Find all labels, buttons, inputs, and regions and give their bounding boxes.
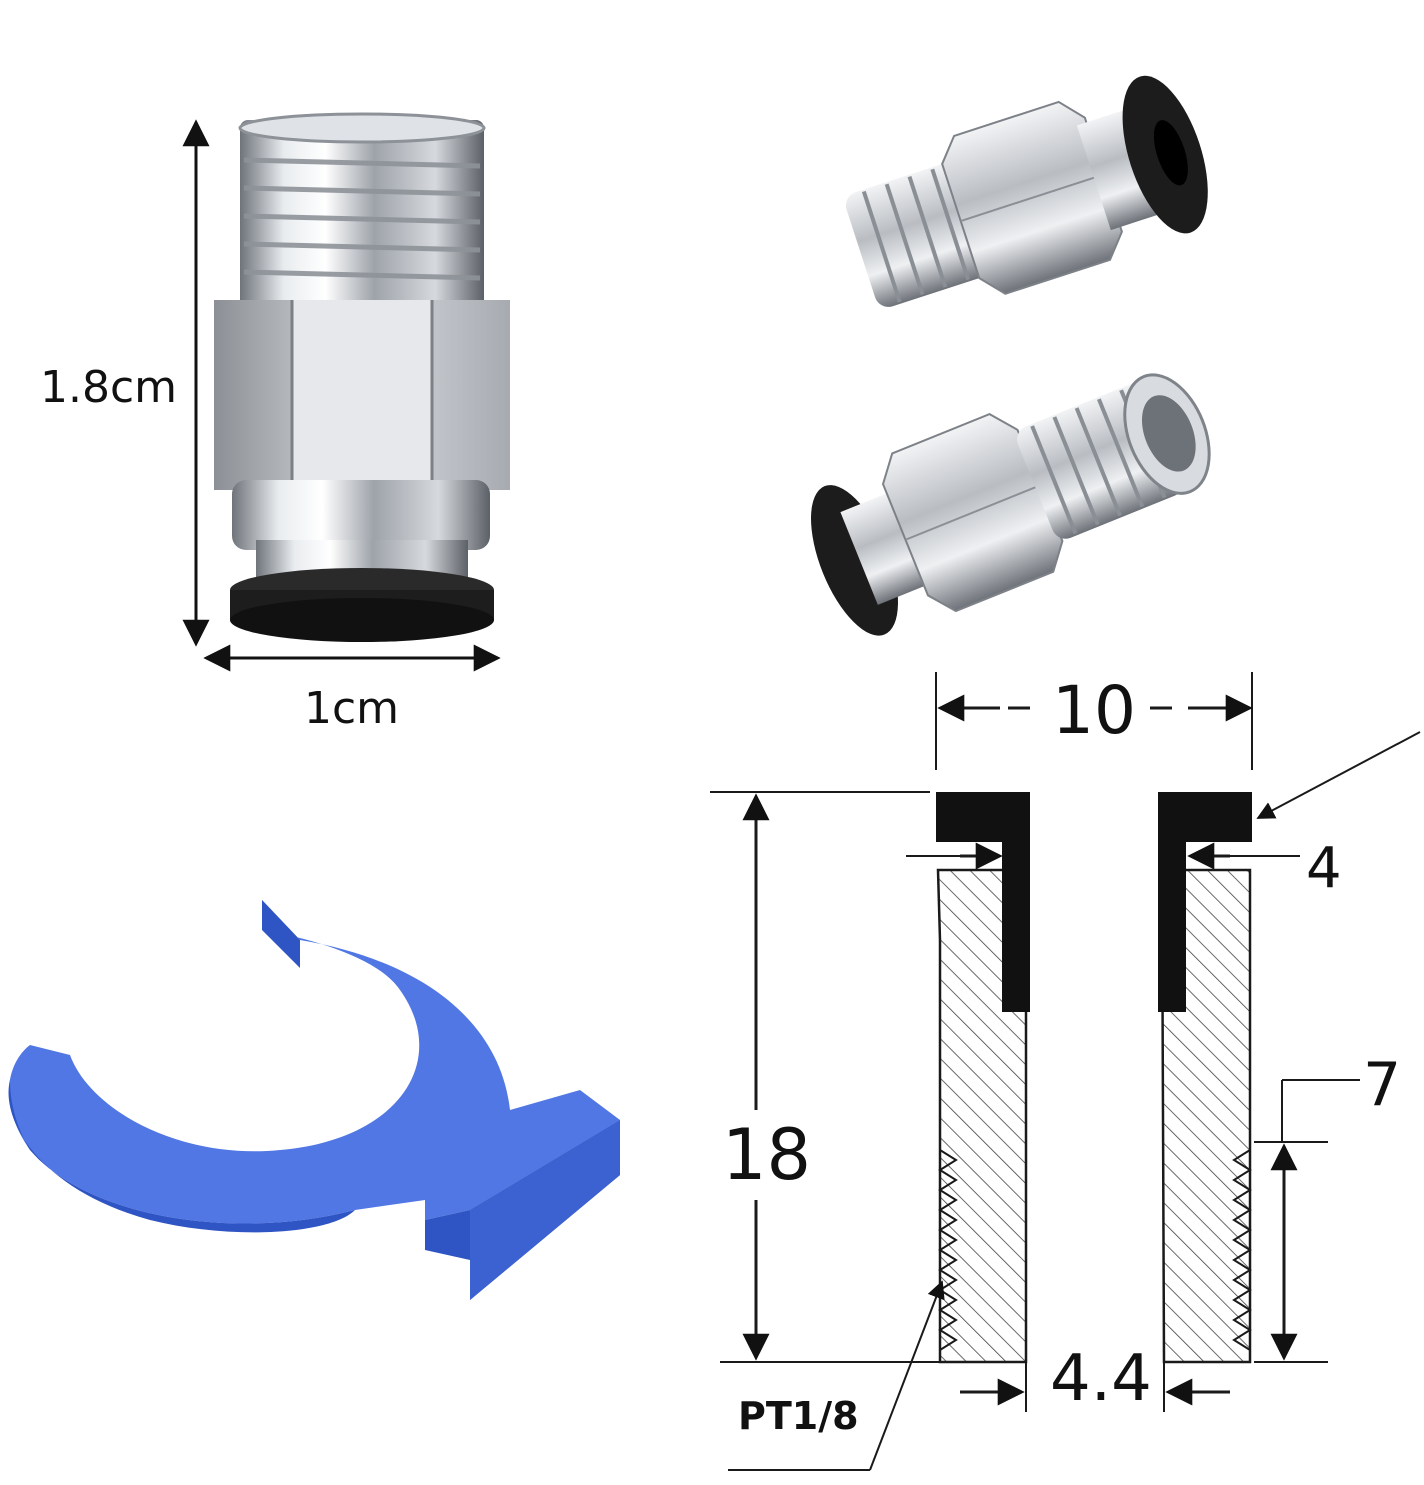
collet-clip-photo [8, 900, 621, 1300]
outer-width-label: 10 [1052, 672, 1136, 749]
collar-height-label: 4 [1306, 836, 1342, 901]
total-height-label: 18 [722, 1114, 812, 1196]
bore-diameter-label: 4.4 [1050, 1342, 1152, 1416]
thread-spec-label: PT1/8 [738, 1394, 859, 1438]
thread-length-label: 7 [1363, 1050, 1402, 1120]
photo-height-label: 1.8cm [40, 362, 178, 413]
cross-section-drawing [710, 672, 1421, 1471]
photo-width-label: 1cm [304, 683, 400, 734]
fitting-angled-photo-1 [845, 75, 1208, 307]
fitting-front-photo [214, 112, 510, 642]
fitting-angled-photo-2 [811, 373, 1211, 636]
